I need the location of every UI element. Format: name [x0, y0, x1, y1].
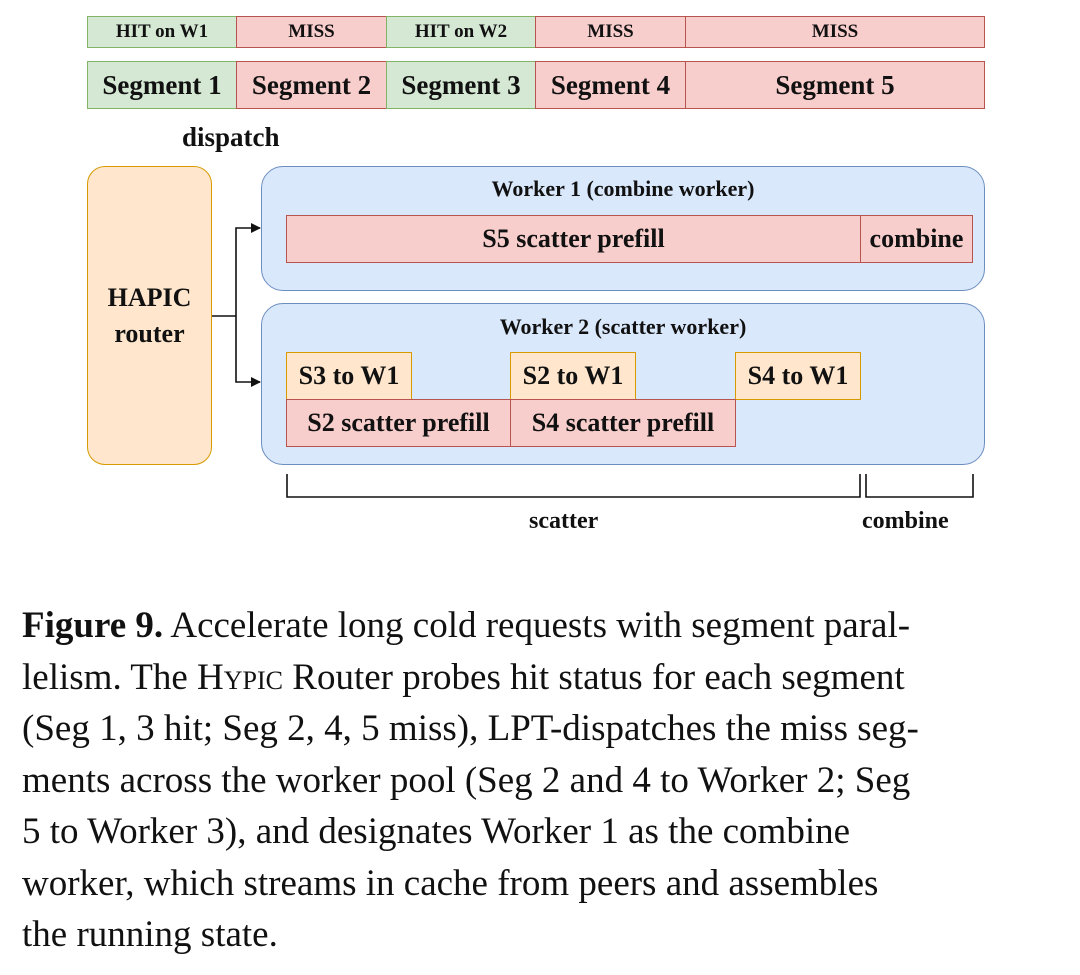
s4-scatter-prefill-task: S4 scatter prefill	[510, 399, 736, 447]
segment-4: Segment 4	[535, 61, 686, 109]
figure-caption: Figure 9. Accelerate long cold requests …	[22, 600, 1054, 961]
s3-to-w1-transfer: S3 to W1	[286, 352, 412, 400]
worker-2-title: Worker 2 (scatter worker)	[499, 314, 747, 339]
connector-lines	[212, 223, 974, 498]
caption-line-5: 5 to Worker 3), and designates Worker 1 …	[22, 811, 851, 852]
caption-line-4: ments across the worker pool (Seg 2 and …	[22, 759, 911, 801]
caption-line-6: worker, which streams in cache from peer…	[22, 862, 879, 904]
router-label-line1: HAPIC	[107, 282, 192, 312]
dispatch-label: dispatch	[182, 122, 280, 152]
segment-5: Segment 5	[685, 61, 985, 109]
scatter-phase-label: scatter	[529, 508, 599, 534]
caption-line-2a: lelism. The	[22, 656, 198, 698]
combine-task: combine	[860, 215, 973, 263]
s2-to-w1-transfer: S2 to W1	[510, 352, 636, 400]
arrow-to-worker-2	[235, 316, 261, 387]
combine-bracket	[865, 474, 974, 498]
router-label-line2: router	[114, 318, 185, 348]
segment-1: Segment 1	[87, 61, 237, 109]
caption-line-1: Accelerate long cold requests with segme…	[170, 605, 911, 646]
segment-2-status: MISS	[236, 16, 387, 48]
segment-4-status: MISS	[535, 16, 686, 48]
figure-number: Figure 9.	[22, 605, 164, 646]
worker-1-title: Worker 1 (combine worker)	[491, 176, 755, 201]
segment-3: Segment 3	[386, 61, 536, 109]
s5-scatter-prefill-task: S5 scatter prefill	[286, 215, 861, 263]
caption-line-3: (Seg 1, 3 hit; Seg 2, 4, 5 miss), LPT-di…	[22, 708, 919, 749]
s2-scatter-prefill-task: S2 scatter prefill	[286, 399, 511, 447]
segment-1-status: HIT on W1	[87, 16, 237, 48]
caption-line-7: the running state.	[22, 914, 278, 955]
combine-phase-label: combine	[862, 508, 949, 534]
segment-2: Segment 2	[236, 61, 387, 109]
arrow-to-worker-1	[235, 223, 261, 316]
scatter-bracket	[286, 474, 861, 498]
hapic-router: HAPIC router	[87, 166, 212, 465]
segment-3-status: HIT on W2	[386, 16, 536, 48]
s4-to-w1-transfer: S4 to W1	[735, 352, 861, 400]
segment-5-status: MISS	[685, 16, 985, 48]
caption-line-2b: Router probes hit status for each segmen…	[283, 656, 905, 698]
caption-hypic: Hypic	[197, 656, 284, 698]
